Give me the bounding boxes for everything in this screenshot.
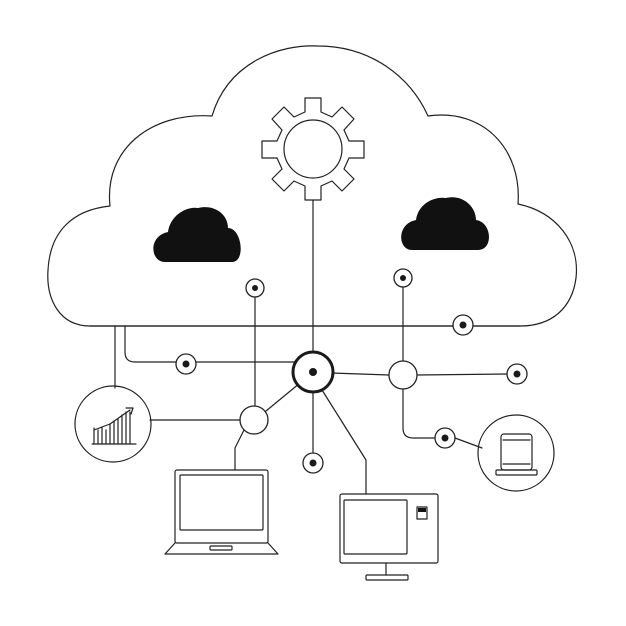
hard-drive-icon <box>477 414 555 492</box>
node-dot <box>245 278 265 298</box>
junction-node <box>388 360 418 390</box>
main-cloud-icon <box>47 45 578 327</box>
small-cloud-left-icon <box>153 207 241 262</box>
node-dot <box>302 452 324 474</box>
hub-node-icon <box>291 350 335 394</box>
desktop-computer-icon <box>339 493 439 581</box>
node-dot <box>452 314 474 336</box>
bar-chart-icon <box>74 385 152 463</box>
node-dot <box>393 268 413 288</box>
connection-lines <box>114 199 509 495</box>
node-dot <box>506 363 528 385</box>
junction-node <box>239 405 269 435</box>
small-cloud-right-icon <box>401 197 490 250</box>
gear-icon <box>261 97 365 201</box>
laptop-icon <box>164 469 279 555</box>
node-dot <box>175 353 197 375</box>
node-dot <box>434 427 456 449</box>
